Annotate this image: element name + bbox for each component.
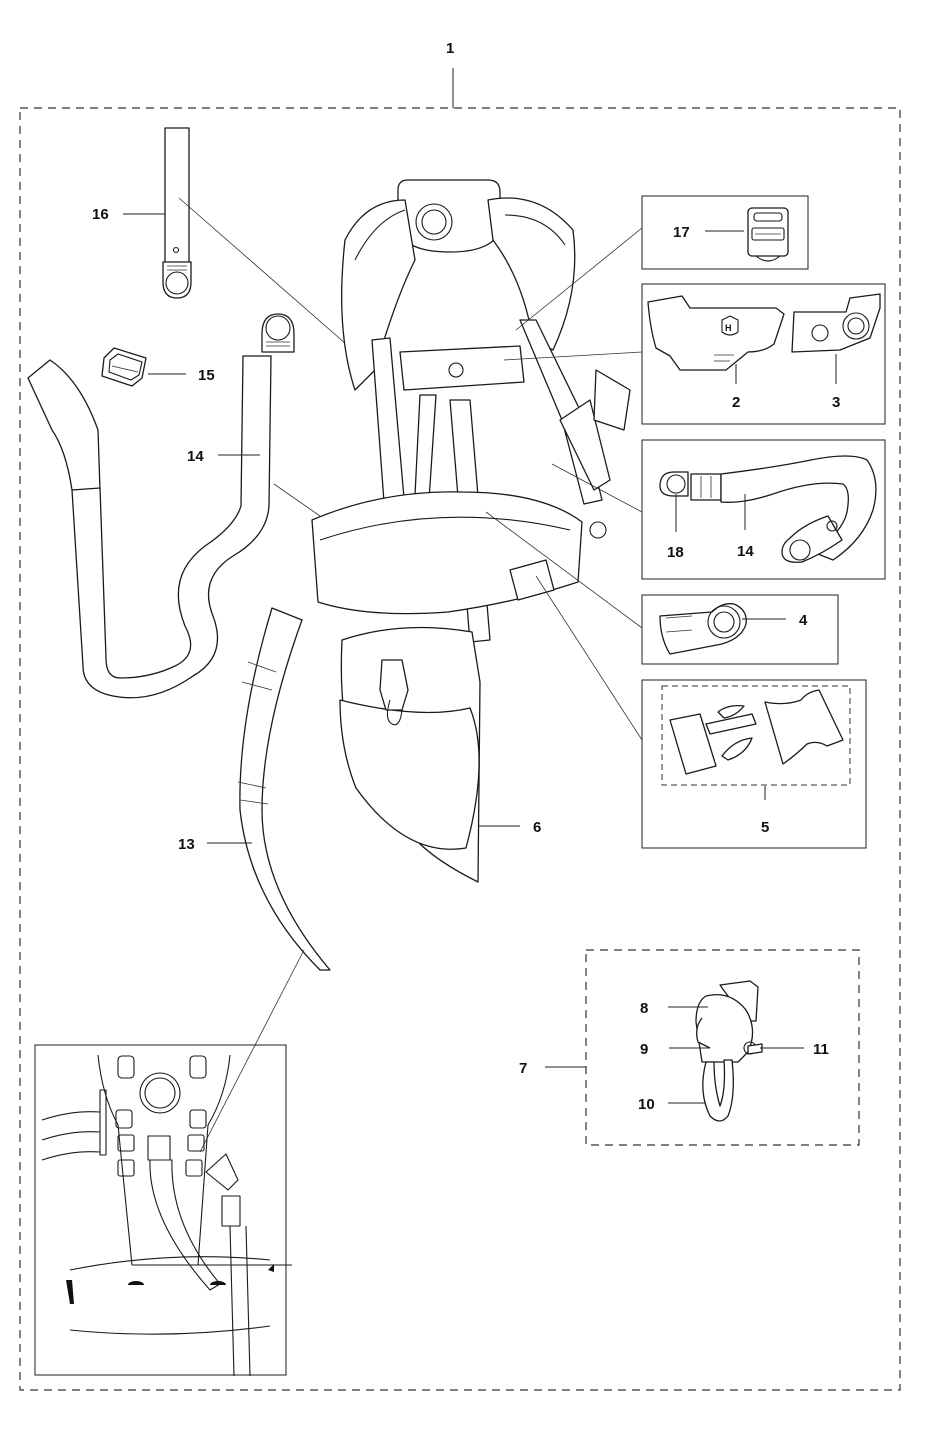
callout-18: 18 <box>667 544 684 561</box>
callout-13: 13 <box>178 836 195 853</box>
harness-main-body <box>311 179 631 883</box>
callout-14-right: 14 <box>737 543 754 560</box>
callout-9: 9 <box>640 1041 648 1058</box>
part-16-strap <box>162 127 192 299</box>
part-2-chest-buckle: H <box>647 295 785 371</box>
callout-2: 2 <box>732 394 740 411</box>
brand-logo-glyph: H <box>725 323 732 333</box>
part-3-chest-buckle-swivel <box>791 293 881 353</box>
box-2-3 <box>641 283 886 425</box>
callout-7: 7 <box>519 1060 527 1077</box>
part-5-quick-release-buckle <box>669 689 844 775</box>
part-18-swivel-ring <box>659 471 689 497</box>
callout-17: 17 <box>673 224 690 241</box>
callout-15: 15 <box>198 367 215 384</box>
callout-6: 6 <box>533 819 541 836</box>
hook-assembly-boundary <box>585 949 860 1146</box>
callout-10: 10 <box>638 1096 655 1113</box>
detail-inset-box <box>34 1044 287 1376</box>
detail-inset-view <box>41 1054 292 1377</box>
box-5-inner-dashed <box>661 685 851 786</box>
part-13-strap <box>237 607 331 971</box>
box-18-14 <box>641 439 886 580</box>
callout-8: 8 <box>640 1000 648 1017</box>
callout-14-left: 14 <box>187 448 204 465</box>
part-14-shoulder-strap <box>27 313 295 699</box>
callout-1: 1 <box>446 40 454 57</box>
part-17-cam-buckle <box>747 207 789 262</box>
kit-boundary <box>19 107 901 1391</box>
callout-5: 5 <box>761 819 769 836</box>
callout-3: 3 <box>832 394 840 411</box>
part-14-strap-detail <box>690 455 877 563</box>
callout-4: 4 <box>799 612 808 629</box>
box-5 <box>641 679 867 849</box>
box-4 <box>641 594 839 665</box>
part-15-adjuster <box>101 347 147 387</box>
box-17 <box>641 195 809 270</box>
part-4-swivel-plate <box>659 603 747 655</box>
callout-16: 16 <box>92 206 109 223</box>
callout-11: 11 <box>813 1041 829 1058</box>
part-7-hook-assembly <box>695 980 763 1122</box>
